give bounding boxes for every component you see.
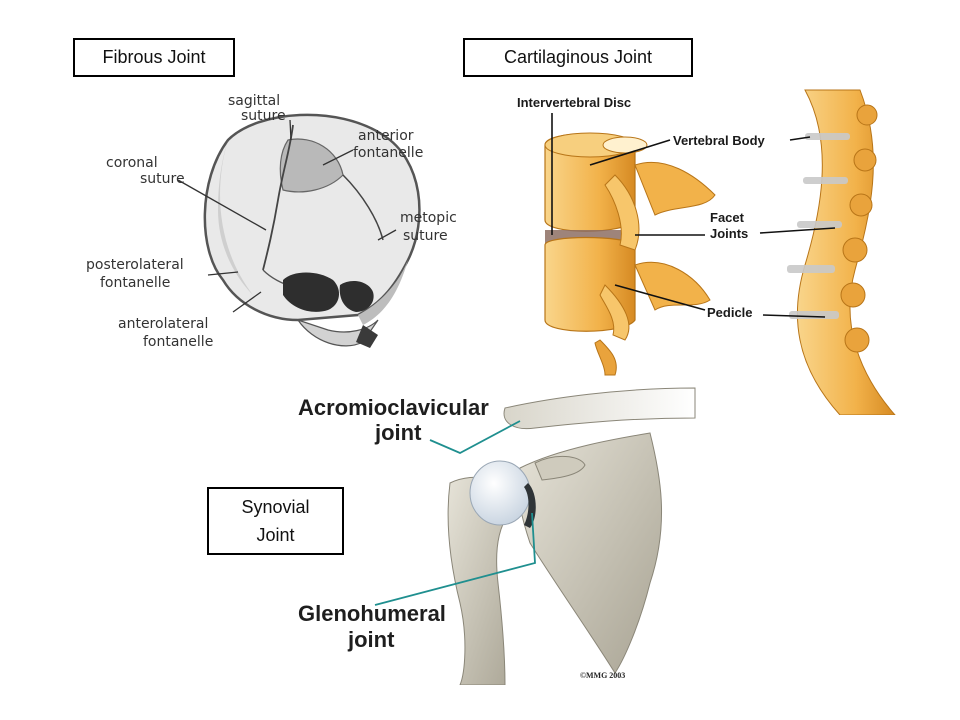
anterior-label-1: anterior — [358, 128, 414, 144]
fibrous-joint-label-box: Fibrous Joint — [73, 38, 235, 77]
sagittal-label-1: sagittal — [228, 93, 280, 109]
spinal-column-drawing — [787, 89, 896, 415]
cartilaginous-joint-label-box: Cartilaginous Joint — [463, 38, 693, 77]
glenohumeral-label-1: Glenohumeral — [298, 601, 446, 626]
spine-leader-lines — [551, 113, 836, 318]
pedicle-label: Pedicle — [707, 305, 753, 320]
facet-label-2: Joints — [710, 226, 748, 241]
spine-illustration: Intervertebral Disc Vertebral Body Facet… — [517, 89, 896, 415]
vertebral-body-label: Vertebral Body — [673, 133, 766, 148]
metopic-label-1: metopic — [400, 210, 457, 226]
metopic-label-2: suture — [403, 228, 448, 244]
copyright-label: ©MMG 2003 — [580, 671, 625, 680]
synovial-joint-label-line2: Joint — [256, 525, 295, 545]
anterior-label-2: fontanelle — [353, 145, 423, 161]
shoulder-illustration: Acromioclavicular joint Glenohumeral joi… — [298, 387, 696, 685]
coronal-label-1: coronal — [106, 155, 158, 171]
synovial-joint-label-line1: Synovial — [241, 497, 310, 517]
synovial-joint-label-box: Synovial Joint — [207, 487, 344, 555]
acromioclavicular-label-1: Acromioclavicular — [298, 395, 489, 420]
intervertebral-disc-label: Intervertebral Disc — [517, 95, 631, 110]
fetal-skull-illustration: sagittal suture anterior fontanelle coro… — [86, 93, 457, 350]
anterolateral-label-1: anterolateral — [118, 316, 208, 332]
skull-drawing — [177, 113, 421, 348]
glenohumeral-label-2: joint — [347, 627, 395, 652]
shoulder-leader-lines — [374, 420, 536, 606]
vertebrae-closeup-drawing — [544, 132, 716, 376]
sagittal-label-2: suture — [241, 108, 286, 124]
fibrous-joint-label: Fibrous Joint — [102, 47, 206, 67]
shoulder-bones-drawing — [447, 387, 696, 685]
facet-label-1: Facet — [710, 210, 745, 225]
cartilaginous-joint-label: Cartilaginous Joint — [503, 47, 653, 67]
posterolateral-label-1: posterolateral — [86, 257, 184, 273]
posterolateral-label-2: fontanelle — [100, 275, 170, 291]
acromioclavicular-label-2: joint — [374, 420, 422, 445]
anterolateral-label-2: fontanelle — [143, 334, 213, 350]
coronal-label-2: suture — [140, 171, 185, 187]
